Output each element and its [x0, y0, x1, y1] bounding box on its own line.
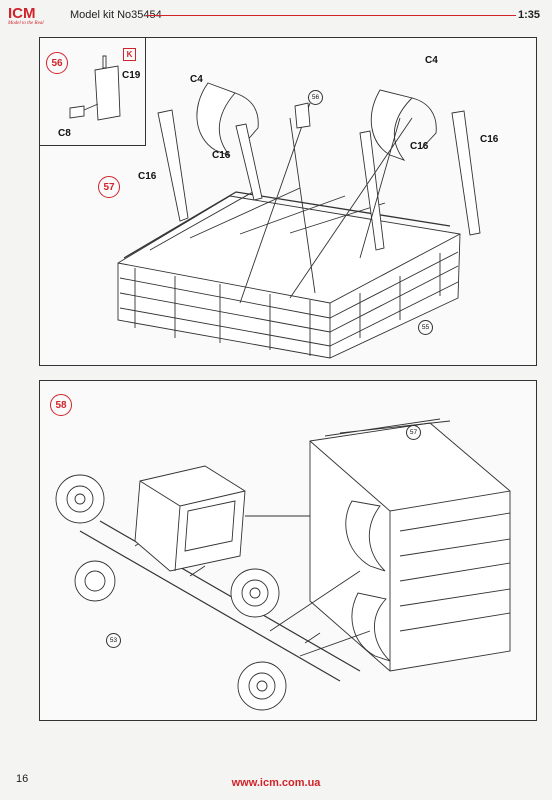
ref-53: 53: [106, 633, 121, 648]
page-number: 16: [16, 773, 29, 785]
instruction-panel-steps-56-57: 56 K C19 C8 57 C4 C4 C16 C16 C16 C16 56 …: [39, 37, 537, 366]
logo-tagline: Model to the Real: [8, 21, 44, 26]
label-c16-c: C16: [410, 141, 429, 152]
inset-step-56: 56 K C19 C8: [40, 38, 146, 146]
header-rule: [146, 15, 516, 16]
label-c19: C19: [122, 70, 141, 81]
ref-55: 55: [418, 320, 433, 335]
scale-label: 1:35: [517, 9, 540, 21]
label-c16-d: C16: [480, 134, 499, 145]
website-link[interactable]: www.icm.com.ua: [231, 777, 321, 789]
model-kit-number: Model kit No35454: [70, 9, 162, 21]
ref-57: 57: [406, 425, 421, 440]
cargo-bed-assembly-drawing: [117, 82, 481, 359]
label-c16-a: C16: [212, 150, 231, 161]
page-header: ICM Model to the Real Model kit No35454 …: [0, 0, 552, 32]
ref-56: 56: [308, 90, 323, 105]
step-58-badge: 58: [50, 394, 72, 416]
inset-part-drawing: [69, 55, 121, 121]
chassis-and-bed-drawing: [55, 418, 511, 711]
label-c4-left: C4: [190, 74, 203, 85]
step-57-badge: 57: [98, 176, 120, 198]
icm-logo: ICM: [8, 5, 36, 22]
label-c4-right: C4: [425, 55, 438, 66]
step-56-badge: 56: [46, 52, 68, 74]
label-c8: C8: [58, 128, 71, 139]
marker-k: K: [123, 48, 136, 61]
instruction-panel-step-58: 58 57 53: [39, 380, 537, 721]
label-c16-b: C16: [138, 171, 157, 182]
